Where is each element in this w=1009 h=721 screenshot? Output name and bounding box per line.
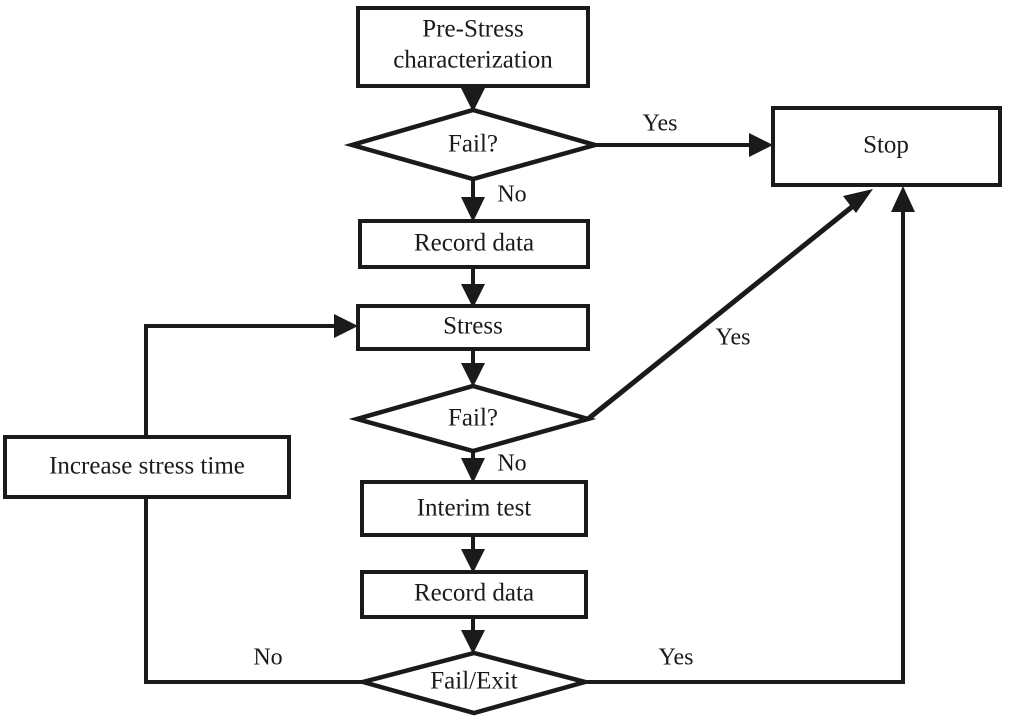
node-stress[interactable]: Stress	[356, 304, 590, 351]
node-pre-stress-label-line1: Pre-Stress	[422, 16, 523, 43]
node-stop-label: Stop	[863, 132, 909, 159]
node-increase-stress-time-label: Increase stress time	[49, 453, 245, 480]
node-pre-stress-characterization[interactable]: Pre-Stress characterization	[356, 6, 590, 88]
edge-stress-to-fail2	[461, 349, 485, 387]
edge-prestress-to-fail1	[461, 86, 485, 112]
edge-label-fail2-yes: Yes	[716, 325, 751, 351]
edge-failexit-no-to-stress	[144, 314, 363, 684]
node-interim-test-label: Interim test	[417, 495, 532, 522]
edge-failexit-yes-to-stop	[585, 186, 915, 684]
node-fail-decision-1[interactable]: Fail?	[343, 107, 604, 182]
edge-record2-to-failexit	[461, 617, 485, 654]
edge-fail1-yes-to-stop	[595, 133, 773, 157]
edge-label-failexit-yes: Yes	[659, 645, 694, 671]
node-increase-stress-time[interactable]: Increase stress time	[3, 435, 291, 499]
node-interim-test[interactable]: Interim test	[360, 480, 588, 537]
node-fail-exit-decision[interactable]: Fail/Exit	[354, 650, 594, 716]
node-fail-decision-2[interactable]: Fail?	[348, 383, 597, 454]
node-stop[interactable]: Stop	[771, 106, 1002, 187]
node-fail-2-label: Fail?	[448, 405, 498, 432]
edge-record1-to-stress	[461, 267, 485, 308]
edge-label-fail1-yes: Yes	[643, 111, 678, 137]
edge-fail1-no-to-record1	[461, 178, 485, 222]
node-record-data-2-label: Record data	[414, 580, 534, 607]
edge-fail2-no-to-interim	[461, 450, 485, 483]
node-record-data-2[interactable]: Record data	[360, 570, 588, 619]
edge-fail2-yes-to-stop	[586, 189, 873, 421]
edge-label-fail2-no: No	[497, 451, 526, 477]
node-stress-label: Stress	[443, 313, 503, 340]
edge-interim-to-record2	[461, 535, 485, 573]
node-record-data-1[interactable]: Record data	[358, 219, 590, 269]
edge-label-failexit-no: No	[253, 645, 282, 671]
node-fail-exit-label: Fail/Exit	[430, 668, 518, 695]
node-fail-1-label: Fail?	[448, 131, 498, 158]
node-record-data-1-label: Record data	[414, 230, 534, 257]
edge-label-fail1-no: No	[497, 182, 526, 208]
node-pre-stress-label-line2: characterization	[393, 47, 553, 74]
